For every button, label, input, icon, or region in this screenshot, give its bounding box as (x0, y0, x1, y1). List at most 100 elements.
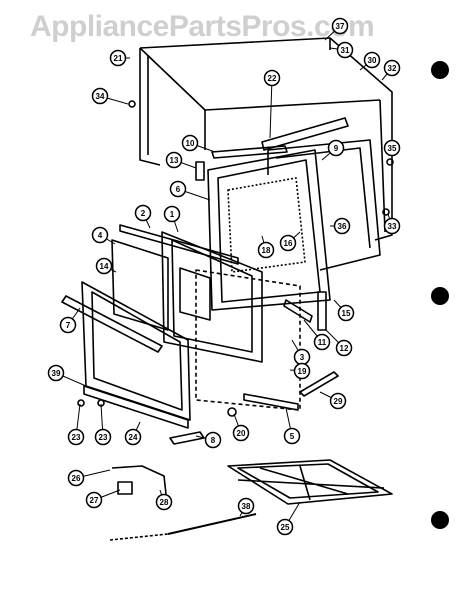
hinge-bracket (169, 431, 205, 445)
broiler-pan (227, 459, 393, 505)
callout-21: 21 (114, 54, 123, 63)
callout-32: 32 (388, 64, 397, 73)
callout-10: 10 (186, 139, 195, 148)
callout-18: 18 (262, 246, 271, 255)
callout-circle (257, 241, 275, 259)
callout-circle (283, 427, 301, 445)
callout-30: 30 (368, 56, 377, 65)
door-handle (61, 295, 163, 353)
callout-circle (181, 134, 199, 152)
callout-11: 11 (318, 338, 327, 347)
callout-31: 31 (341, 46, 350, 55)
connector (117, 481, 133, 495)
callout-1: 1 (170, 210, 175, 219)
door-inner-panel (207, 149, 331, 311)
callout-circle (85, 491, 103, 509)
callout-6: 6 (176, 185, 181, 194)
wire-harness (111, 465, 167, 495)
callout-34: 34 (96, 92, 105, 101)
callout-circle (383, 139, 401, 157)
binder-hole (431, 287, 449, 305)
callout-circle (329, 392, 347, 410)
leader-line (269, 77, 273, 139)
callout-5: 5 (290, 432, 295, 441)
callout-24: 24 (129, 433, 138, 442)
hinge-bar (317, 291, 327, 331)
callout-circle (237, 497, 255, 515)
binder-holes (431, 61, 449, 529)
callout-23: 23 (99, 433, 108, 442)
door-gasket (111, 239, 169, 331)
lever-arm (243, 393, 299, 411)
oven-cavity (195, 269, 301, 411)
callout-circle (263, 69, 281, 87)
callout-28: 28 (160, 498, 169, 507)
callout-16: 16 (284, 239, 293, 248)
callout-circle (293, 362, 311, 380)
callout-15: 15 (342, 309, 351, 318)
callout-circle (91, 87, 109, 105)
cabinet-wrapper (139, 37, 393, 241)
callout-circle (383, 59, 401, 77)
callout-14: 14 (100, 262, 109, 271)
top-strip (211, 145, 288, 159)
callout-circle (169, 180, 187, 198)
bottom-trim (83, 385, 189, 429)
callout-12: 12 (340, 344, 349, 353)
callout-circle (337, 304, 355, 322)
screws (77, 54, 394, 417)
callout-20: 20 (237, 429, 246, 438)
callout-4: 4 (98, 231, 103, 240)
callout-3: 3 (300, 353, 305, 362)
callout-circle (124, 428, 142, 446)
callout-circle (383, 217, 401, 235)
callout-circle (204, 431, 222, 449)
callout-circle (109, 49, 127, 67)
callout-circle (47, 364, 65, 382)
callout-circle (94, 428, 112, 446)
callout-9: 9 (334, 144, 339, 153)
callout-22: 22 (268, 74, 277, 83)
callout-circle (336, 41, 354, 59)
callout-circle (67, 428, 85, 446)
binder-hole (431, 511, 449, 529)
callout-circle (134, 204, 152, 222)
callout-circle (165, 151, 183, 169)
callout-circle (155, 493, 173, 511)
callout-13: 13 (170, 156, 179, 165)
callout-19: 19 (298, 367, 307, 376)
callout-36: 36 (338, 222, 347, 231)
callout-26: 26 (72, 474, 81, 483)
window-pane (227, 177, 306, 273)
spacer (283, 299, 313, 323)
callout-29: 29 (334, 397, 343, 406)
callout-37: 37 (336, 22, 345, 31)
callout-35: 35 (388, 144, 397, 153)
callout-7: 7 (66, 321, 71, 330)
inner-panel (161, 231, 263, 363)
callout-33: 33 (388, 222, 397, 231)
probe-cable (109, 533, 169, 541)
callout-circle (276, 518, 294, 536)
callout-8: 8 (211, 436, 216, 445)
callout-circle (279, 234, 297, 252)
heating-element (299, 371, 339, 397)
callout-circle (333, 217, 351, 235)
door-front (81, 281, 191, 421)
callout-circle (327, 139, 345, 157)
watermark-text: AppliancePartsPros.com (30, 10, 375, 43)
callout-38: 38 (242, 502, 251, 511)
callout-circle (59, 316, 77, 334)
callout-circle (232, 424, 250, 442)
callout-circle (331, 17, 349, 35)
callout-circle (95, 257, 113, 275)
callout-circle (91, 226, 109, 244)
callout-39: 39 (52, 369, 61, 378)
meat-probe (167, 513, 257, 535)
callout-circle (313, 333, 331, 351)
callout-circle (67, 469, 85, 487)
callout-27: 27 (90, 496, 99, 505)
